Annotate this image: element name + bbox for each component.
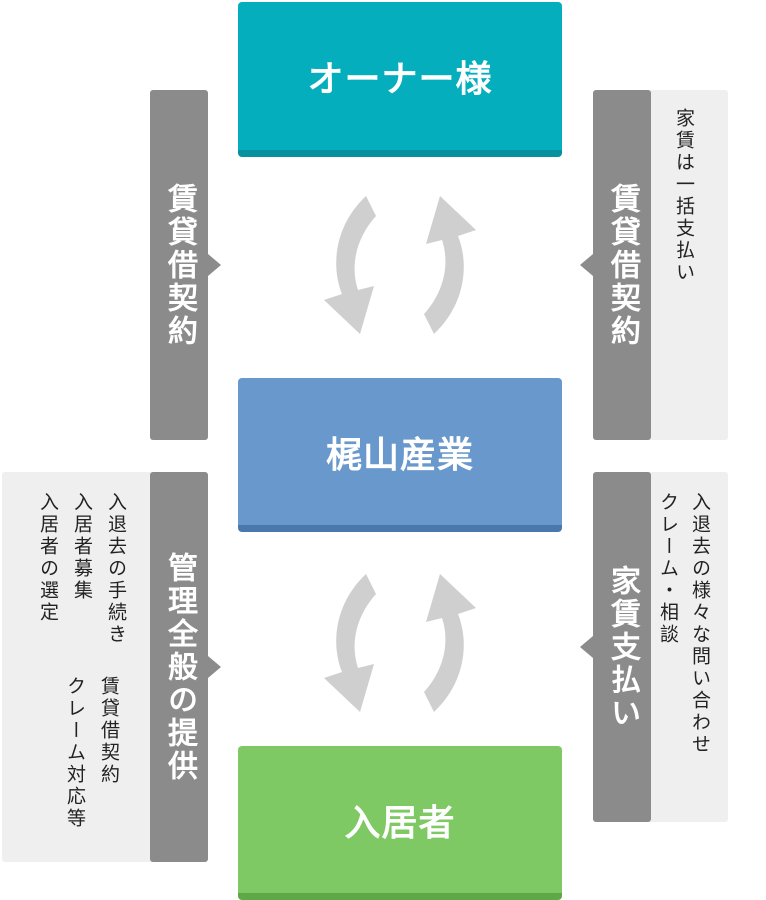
left-top-tab: 賃貸借契約 [150, 90, 221, 440]
left-bottom-tab-label: 管理全般の提供 [162, 551, 197, 783]
left-bottom-note: 入退去の手続き 入居者募集 入居者の選定 [2, 472, 162, 862]
left-bottom-note-lower: 賃貸借契約 クレーム対応等 [60, 676, 124, 846]
owner-label: オーナー様 [307, 59, 493, 100]
tab-pointer [208, 254, 221, 276]
right-top-tab-label: 賃貸借契約 [605, 182, 640, 348]
left-bottom-note-line-5: クレーム対応等 [64, 676, 86, 830]
tenant-label: 入居者 [344, 802, 456, 844]
cycle-arrows-icon [324, 574, 476, 712]
right-top-note-line-1: 家賃は一括支払い [673, 108, 695, 284]
right-bottom-tab-label: 家賃支払い [605, 564, 640, 730]
cycle-arrows-icon [324, 196, 476, 334]
company-label: 梶山産業 [325, 434, 474, 476]
owner-box: オーナー様 [238, 2, 562, 157]
left-bottom-note-line-2: 入居者募集 [71, 492, 93, 602]
tab-pointer [580, 636, 593, 658]
left-bottom-note-line-4: 賃貸借契約 [98, 676, 120, 786]
right-bottom-note-line-1: 入退去の様々な問い合わせ [689, 492, 711, 756]
left-top-tab-label: 賃貸借契約 [162, 182, 197, 348]
tab-pointer [580, 254, 593, 276]
left-bottom-tab: 管理全般の提供 [150, 472, 221, 862]
right-top-note: 家賃は一括支払い [640, 90, 728, 440]
right-top-tab: 賃貸借契約 [580, 90, 651, 440]
right-bottom-note-line-2: クレーム・相談 [657, 492, 679, 646]
tenant-box: 入居者 [238, 746, 562, 900]
right-bottom-note: 入退去の様々な問い合わせ クレーム・相談 [640, 472, 728, 822]
tab-pointer [208, 656, 221, 678]
left-bottom-note-line-3: 入居者の選定 [37, 492, 59, 624]
left-bottom-note-line-1: 入退去の手続き [105, 492, 127, 646]
company-box: 梶山産業 [238, 378, 562, 532]
right-bottom-tab: 家賃支払い [580, 472, 651, 822]
